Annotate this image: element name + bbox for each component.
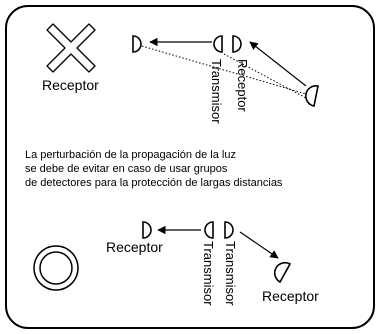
interference-line-2 (223, 53, 307, 99)
beam-arrow-bottom-right (239, 231, 279, 259)
transmisor-bottom-right-half (224, 221, 234, 239)
transmisor-label-bottom-1: Transmisor (201, 241, 216, 306)
receptor-label-bottom-right: Receptor (262, 288, 319, 304)
receptor-top-right (305, 85, 319, 107)
transmisor-label-bottom-2: Transmisor (223, 241, 238, 306)
transmisor-bottom-left-half (204, 221, 214, 239)
beam-arrow-top-right (249, 41, 307, 87)
receptor-label-bottom-left: Receptor (106, 239, 163, 255)
caption-line-1: La perturbación de la propagación de la … (25, 149, 236, 161)
receptor-label-top: Receptor (42, 77, 99, 93)
caption-line-2: se debe de evitar en caso de usar grupos (25, 163, 228, 175)
transmisor-top-right-half (232, 35, 242, 53)
receptor-top-left (132, 35, 142, 53)
transmisor-label-top: Transmisor (209, 59, 224, 124)
prohibited-x-icon (46, 23, 96, 73)
receptor-bottom-left (142, 221, 152, 239)
interference-line-1 (141, 45, 307, 95)
receptor-bottom-right (273, 261, 292, 284)
allowed-circle-icon (33, 245, 79, 291)
receptor-vertical-label-top: Receptor (235, 59, 250, 112)
transmisor-top-left-half (213, 35, 223, 53)
diagram-frame (5, 5, 375, 329)
caption-line-3: de detectores para la protección de larg… (25, 177, 283, 189)
